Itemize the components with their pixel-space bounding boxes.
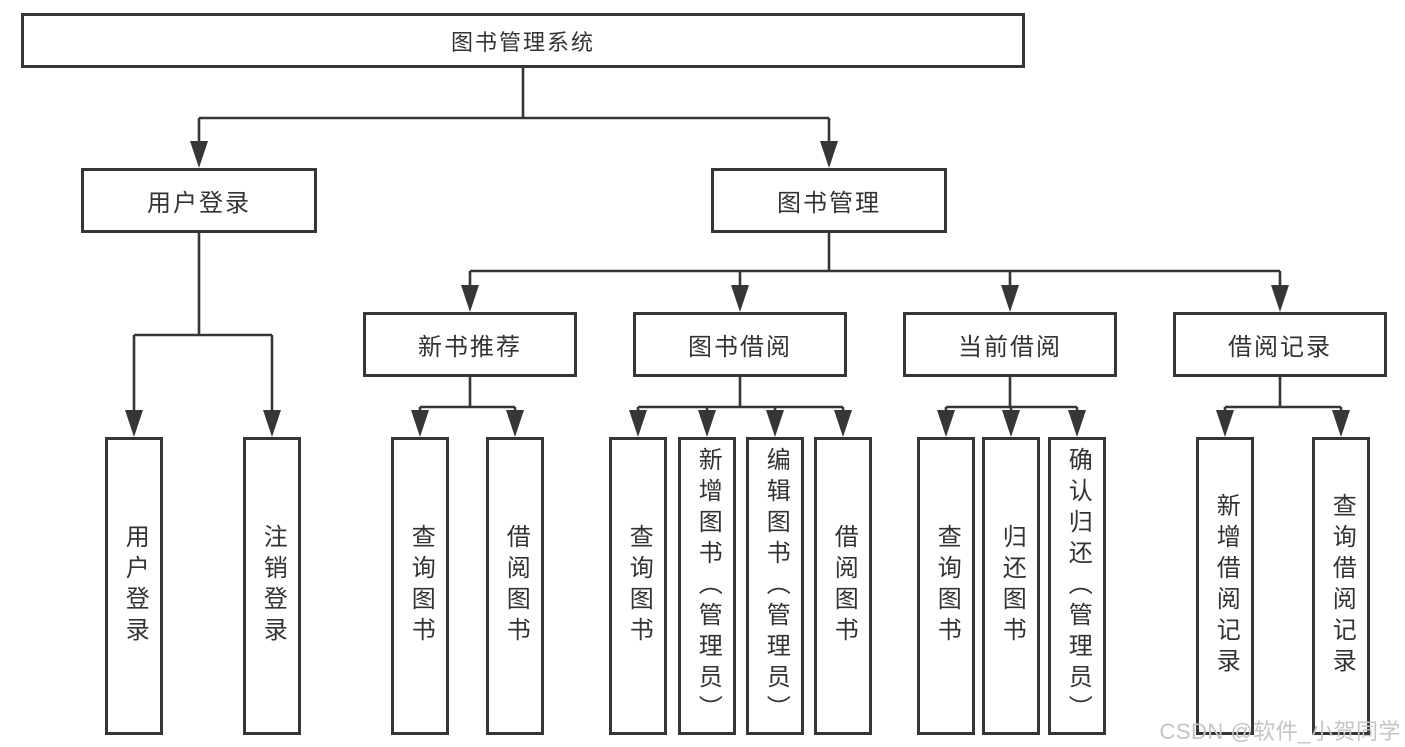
leaf-label: 编辑图书（管理员） bbox=[762, 446, 790, 726]
node-current-borrowing: 当前借阅 bbox=[903, 312, 1117, 377]
node-new-book-recommend: 新书推荐 bbox=[363, 312, 577, 377]
leaf-borrowing-borrow-books: 借阅图书 bbox=[814, 437, 872, 735]
leaf-label: 新增借阅记录 bbox=[1212, 493, 1240, 679]
arrow-down-icon bbox=[411, 410, 429, 437]
connector-current-borrowing-branch bbox=[937, 377, 1086, 437]
arrow-down-icon bbox=[461, 285, 479, 312]
arrow-down-icon bbox=[1332, 410, 1350, 437]
leaf-borrowing-edit-books-admin: 编辑图书（管理员） bbox=[746, 437, 804, 735]
arrow-down-icon bbox=[1002, 410, 1020, 437]
arrow-down-icon bbox=[820, 141, 838, 168]
arrow-down-icon bbox=[263, 410, 281, 437]
leaf-label: 借阅图书 bbox=[502, 524, 530, 648]
arrow-down-icon bbox=[766, 410, 784, 437]
arrow-down-icon bbox=[731, 285, 749, 312]
leaf-label: 查询图书 bbox=[933, 524, 961, 648]
node-root-system: 图书管理系统 bbox=[21, 13, 1025, 68]
arrow-down-icon bbox=[125, 410, 143, 437]
arrow-down-icon bbox=[1068, 410, 1086, 437]
leaf-label: 借阅图书 bbox=[830, 524, 858, 648]
node-book-borrowing: 图书借阅 bbox=[633, 312, 847, 377]
arrow-down-icon bbox=[834, 410, 852, 437]
node-user-login: 用户登录 bbox=[81, 168, 317, 233]
arrow-down-icon bbox=[698, 410, 716, 437]
arrow-down-icon bbox=[506, 410, 524, 437]
leaf-current-confirm-return-admin: 确认归还（管理员） bbox=[1048, 437, 1106, 735]
csdn-watermark: CSDN @软件_小贺同学 bbox=[1159, 719, 1401, 744]
leaf-borrowing-add-books-admin: 新增图书（管理员） bbox=[678, 437, 736, 735]
connector-user-login-branch bbox=[125, 233, 281, 437]
leaf-borrowing-query-books: 查询图书 bbox=[609, 437, 667, 735]
node-book-management: 图书管理 bbox=[711, 168, 947, 233]
arrow-down-icon bbox=[937, 410, 955, 437]
arrow-down-icon bbox=[629, 410, 647, 437]
leaf-label: 确认归还（管理员） bbox=[1064, 446, 1092, 726]
connector-book-borrowing-branch bbox=[629, 377, 852, 437]
leaf-records-query-record: 查询借阅记录 bbox=[1312, 437, 1370, 735]
node-borrowing-records: 借阅记录 bbox=[1173, 312, 1387, 377]
leaf-label: 新增图书（管理员） bbox=[694, 446, 722, 726]
arrow-down-icon bbox=[1001, 285, 1019, 312]
leaf-label: 查询图书 bbox=[407, 524, 435, 648]
leaf-recommend-query-books: 查询图书 bbox=[391, 437, 449, 735]
leaf-logout: 注销登录 bbox=[243, 437, 301, 735]
connector-root-to-level2 bbox=[190, 68, 838, 168]
leaf-label: 用户登录 bbox=[121, 524, 149, 648]
leaf-current-query-books: 查询图书 bbox=[917, 437, 975, 735]
leaf-records-add-record: 新增借阅记录 bbox=[1196, 437, 1254, 735]
leaf-recommend-borrow-books: 借阅图书 bbox=[486, 437, 544, 735]
leaf-current-return-books: 归还图书 bbox=[982, 437, 1040, 735]
leaf-label: 查询图书 bbox=[625, 524, 653, 648]
leaf-label: 注销登录 bbox=[259, 524, 287, 648]
connector-book-management-branch bbox=[461, 233, 1289, 312]
connector-borrowing-records-branch bbox=[1216, 377, 1350, 437]
connector-new-book-recommend-branch bbox=[411, 377, 524, 437]
arrow-down-icon bbox=[1271, 285, 1289, 312]
leaf-label: 归还图书 bbox=[998, 524, 1026, 648]
leaf-user-login: 用户登录 bbox=[105, 437, 163, 735]
arrow-down-icon bbox=[190, 141, 208, 168]
leaf-label: 查询借阅记录 bbox=[1328, 493, 1356, 679]
arrow-down-icon bbox=[1216, 410, 1234, 437]
